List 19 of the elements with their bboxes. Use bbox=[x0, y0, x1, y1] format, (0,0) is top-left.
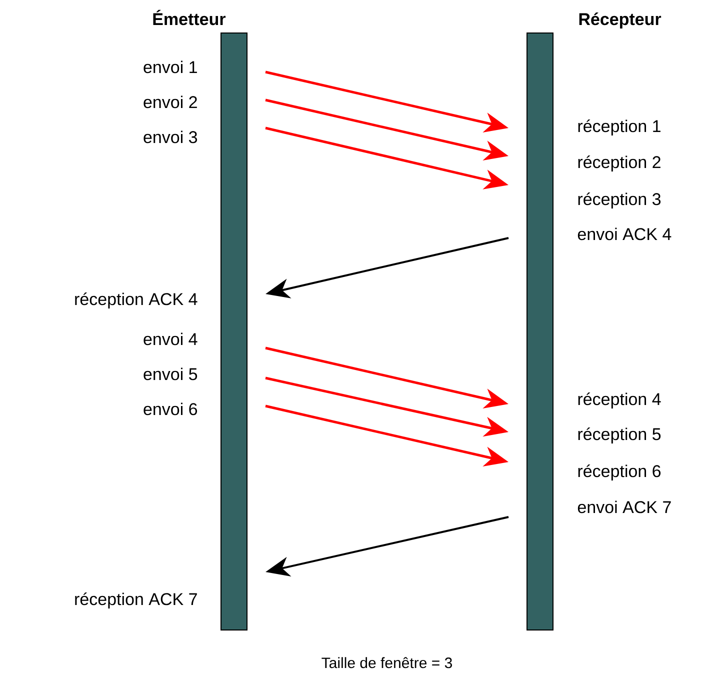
event-label: envoi 3 bbox=[144, 130, 198, 144]
event-label: réception 3 bbox=[578, 192, 661, 209]
bar-heading: Récepteur bbox=[579, 12, 662, 29]
event-label: réception 4 bbox=[578, 392, 661, 409]
event-label: envoi 1 bbox=[144, 60, 197, 74]
event-label: envoi 5 bbox=[144, 368, 198, 380]
event-label: réception ACK 7 bbox=[75, 592, 197, 609]
event-label: envoi ACK 4 bbox=[578, 228, 672, 240]
event-label: envoi ACK 7 bbox=[578, 500, 671, 514]
event-label: réception 6 bbox=[578, 464, 661, 481]
bar-heading: Émetteur bbox=[153, 10, 226, 26]
event-label: envoi 2 bbox=[144, 96, 197, 108]
event-label: réception 5 bbox=[578, 428, 661, 444]
event-label: envoi 4 bbox=[144, 332, 198, 346]
event-label: réception 2 bbox=[578, 156, 660, 172]
event-label: envoi 6 bbox=[144, 402, 198, 416]
event-label: réception 1 bbox=[578, 120, 660, 136]
event-label: réception ACK 4 bbox=[75, 292, 198, 309]
caption: Taille de fenêtre = 3 bbox=[322, 657, 452, 668]
